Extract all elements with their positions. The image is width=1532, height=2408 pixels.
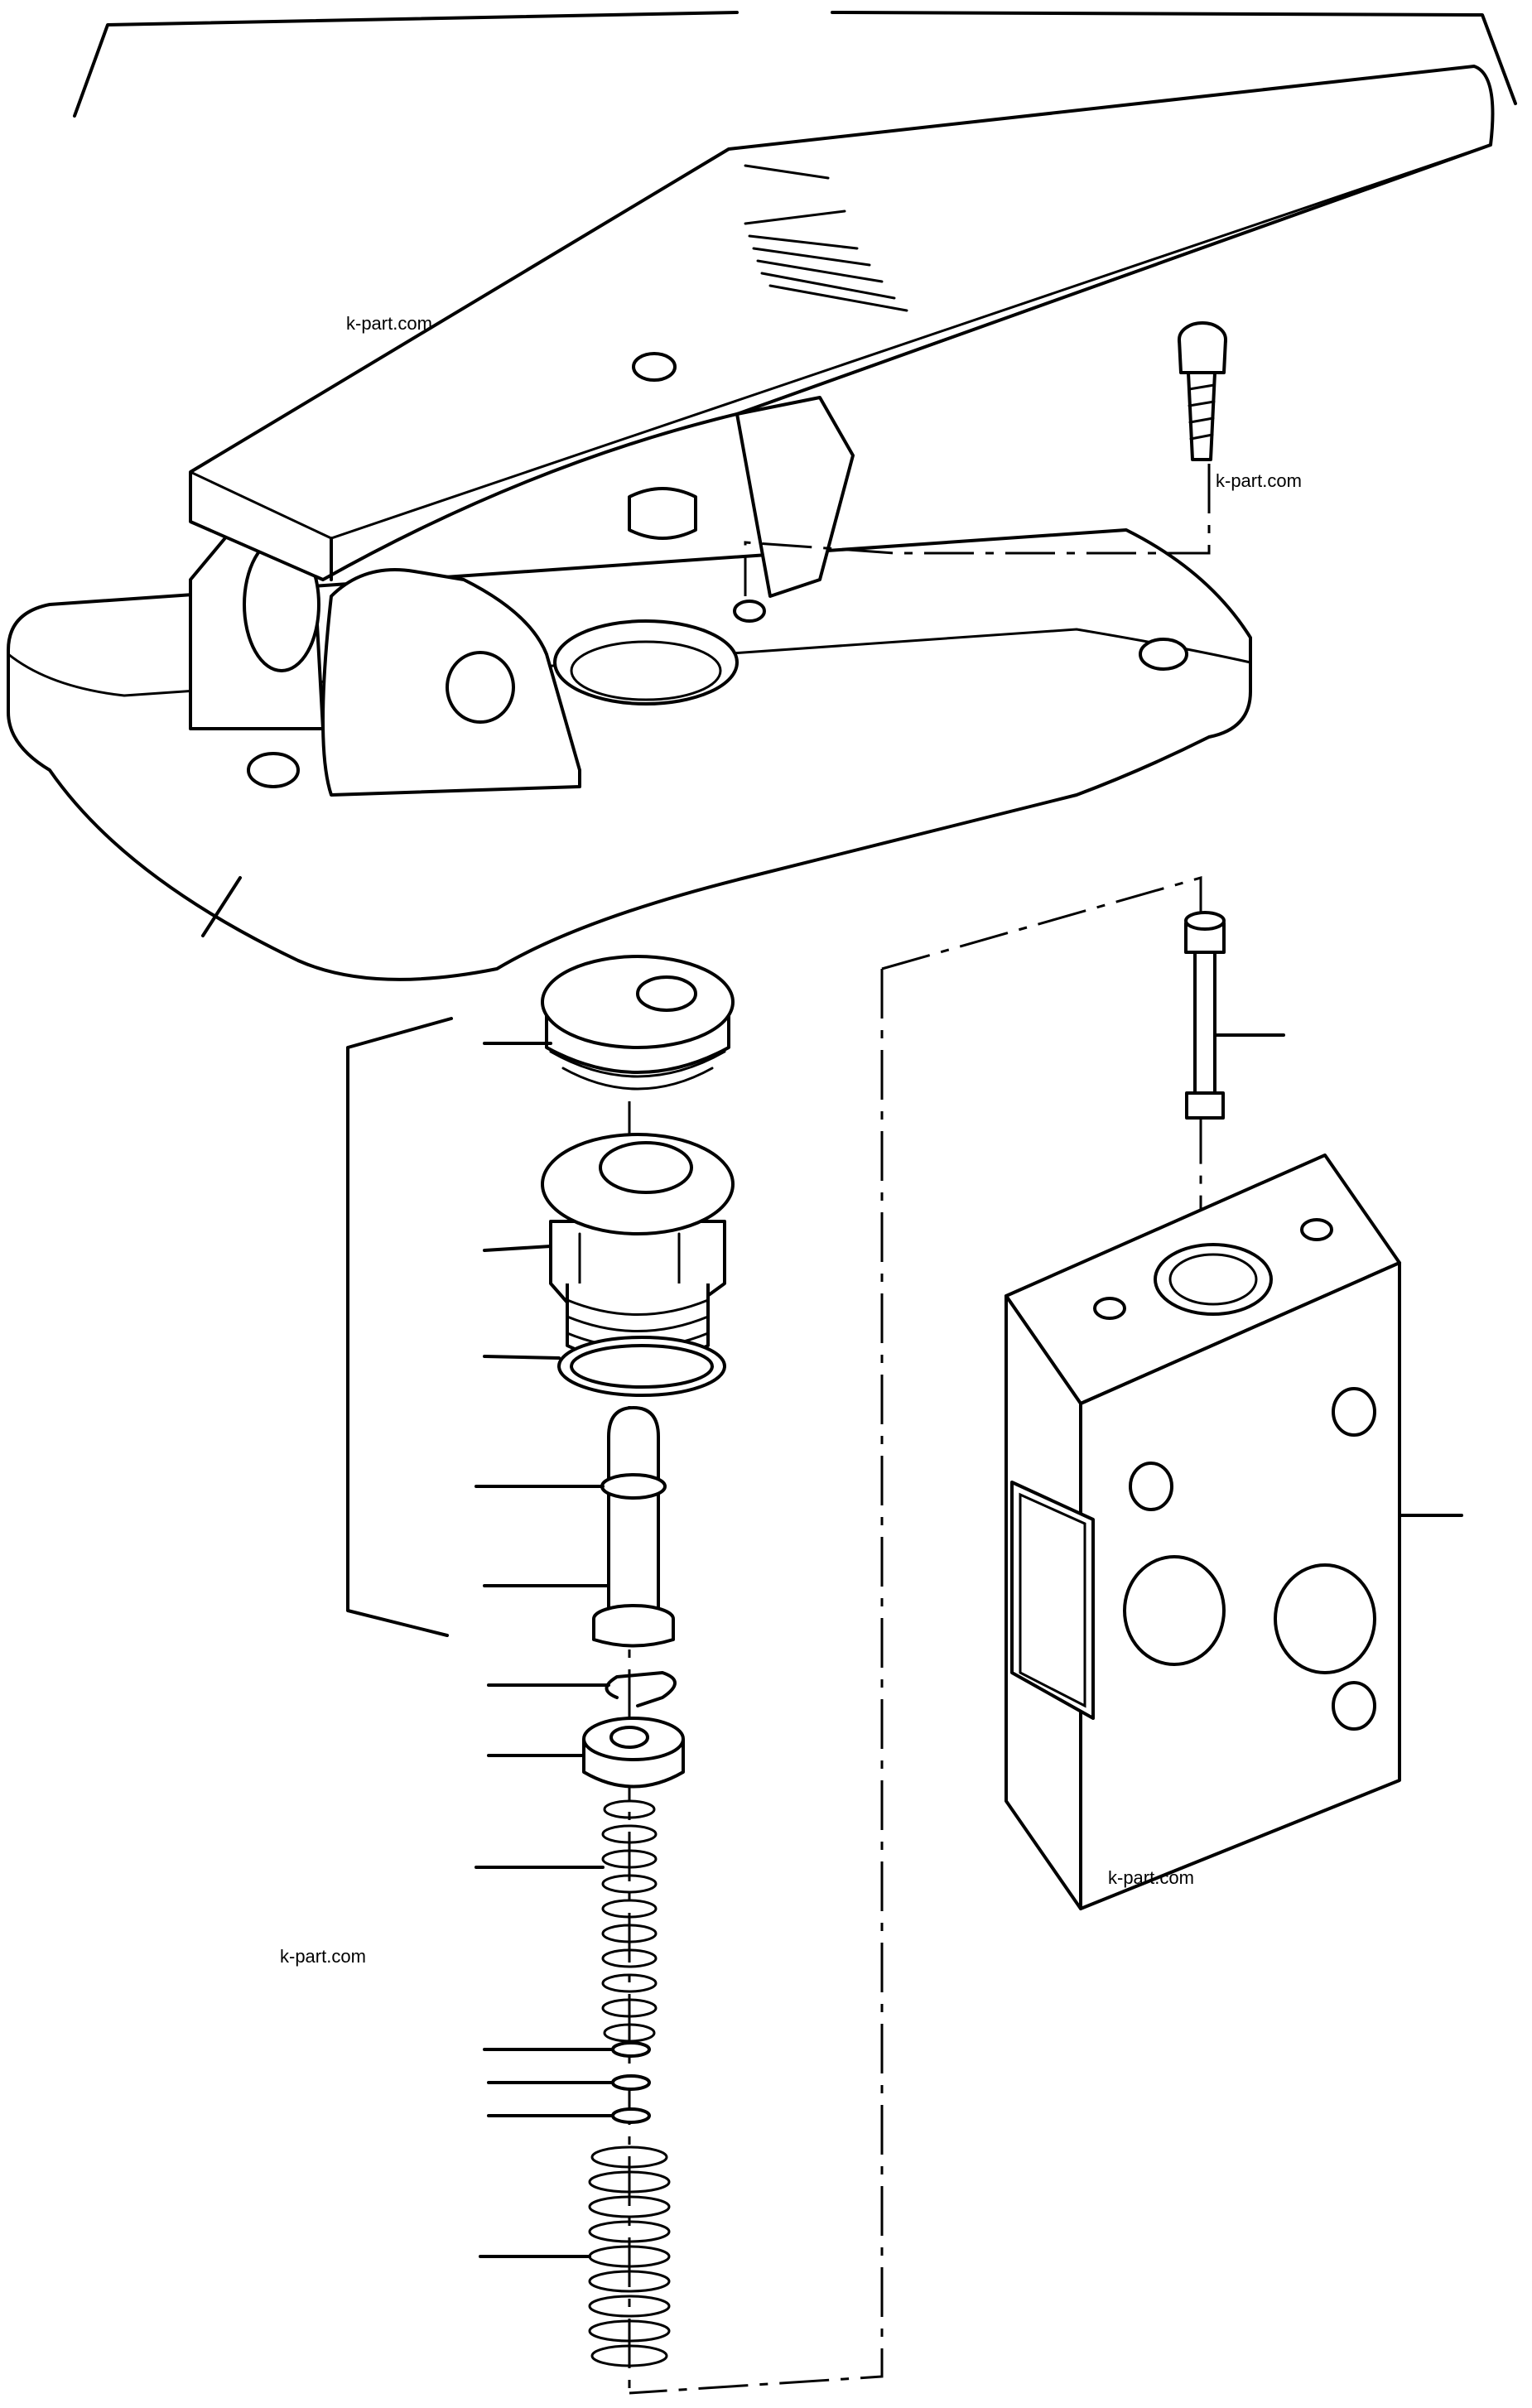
lower-spring	[588, 2146, 671, 2367]
plug-nut-callout	[483, 1245, 552, 1252]
pedal-top	[189, 65, 1495, 598]
shim-1	[611, 2041, 651, 2058]
dust-boot	[541, 955, 735, 1091]
spring-seat	[582, 1717, 685, 1789]
pedal-base-callout	[201, 876, 242, 937]
cap-screw-top	[1178, 321, 1227, 461]
valve-body	[1004, 1153, 1401, 1910]
o-ring-callout	[483, 1355, 561, 1360]
top-bracket	[73, 11, 1517, 118]
left-bracket	[346, 1017, 453, 1637]
upper-spring	[601, 1799, 658, 2043]
watermark-1: k-part.com	[346, 313, 432, 334]
hinge-brackets	[189, 528, 581, 797]
circlip	[605, 1671, 677, 1707]
shim-2	[611, 2074, 651, 2091]
shim-3	[611, 2107, 651, 2124]
watermark-4: k-part.com	[280, 1946, 366, 1967]
watermark-2: k-part.com	[1216, 470, 1302, 491]
valve-bolt	[1184, 911, 1226, 1120]
plunger	[592, 1406, 675, 1648]
screw-leader	[744, 464, 1211, 596]
plug-nut	[541, 1133, 735, 1364]
watermark-3: k-part.com	[1108, 1867, 1194, 1888]
